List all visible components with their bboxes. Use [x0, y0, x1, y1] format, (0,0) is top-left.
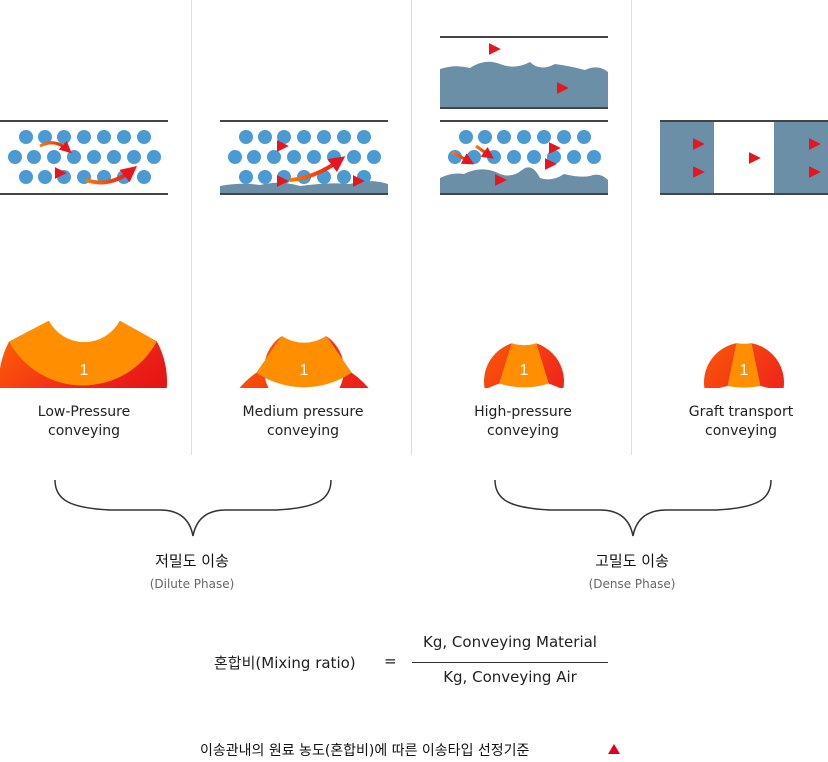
donut-medium: 10 1 [239, 234, 369, 388]
phase-dense: 고밀도 이송 (Dense Phase) [512, 550, 752, 591]
ratio-bottom-low: 1 [80, 362, 89, 379]
triangle-up-icon [608, 744, 620, 754]
donut-graft-orange-segment [727, 343, 761, 388]
formula-denominator: Kg, Conveying Air [443, 668, 577, 686]
donut-graft: 80 1 [704, 234, 784, 388]
column-label-medium: Medium pressure conveying [203, 403, 403, 441]
ratio-bottom-medium: 1 [300, 362, 309, 379]
donut-high-red-segment [484, 343, 564, 388]
brace-dense [494, 479, 772, 537]
phase-dilute-title: 저밀도 이송 [155, 552, 229, 570]
pipe-illustration-medium [220, 120, 388, 195]
column-label-high-line2: conveying [487, 423, 559, 439]
column-label-low: Low-Pressure conveying [0, 403, 184, 441]
column-label-graft-line1: Graft transport [688, 404, 794, 420]
column-divider-2 [411, 0, 412, 455]
ratio-bottom-graft: 1 [740, 362, 749, 379]
donut-high: 40 1 [484, 234, 564, 388]
donut-graft-red-segment [704, 343, 784, 388]
column-label-low-line2: conveying [48, 423, 120, 439]
donut-low-orange-segment [9, 320, 157, 386]
donut-high-orange-segment [499, 343, 549, 388]
column-label-graft-line2: conveying [705, 423, 777, 439]
pipe-illustration-low [0, 120, 168, 195]
column-label-high-line1: High-pressure [474, 404, 572, 420]
brace-dilute [54, 479, 332, 537]
donut-low: 3 1 [0, 234, 167, 388]
pipe-illustration-high-bottom [440, 120, 608, 195]
phase-dilute: 저밀도 이송 (Dilute Phase) [72, 550, 312, 591]
column-label-graft: Graft transport conveying [641, 403, 828, 441]
phase-dense-title: 고밀도 이송 [595, 552, 669, 570]
donut-medium-orange-segment [256, 336, 352, 388]
ratio-bottom-high: 1 [520, 362, 529, 379]
pipe-illustration-high-top [440, 36, 608, 109]
formula-left: 혼합비(Mixing ratio) [214, 654, 356, 672]
formula-numerator: Kg, Conveying Material [423, 633, 597, 651]
ratio-top-graft: 80 [735, 234, 753, 251]
ratio-top-low: 3 [80, 234, 89, 251]
phase-dilute-subtitle: (Dilute Phase) [149, 577, 235, 591]
column-divider-1 [191, 0, 192, 455]
fraction-bar [412, 662, 608, 663]
column-label-low-line1: Low-Pressure [37, 404, 131, 420]
column-divider-3 [631, 0, 632, 455]
ratio-top-medium: 10 [295, 234, 313, 251]
column-label-medium-line2: conveying [267, 423, 339, 439]
column-label-high: High-pressure conveying [423, 403, 623, 441]
phase-dense-subtitle: (Dense Phase) [588, 577, 676, 591]
formula-equals: = [384, 652, 397, 670]
donut-medium-red-segment [239, 336, 369, 388]
ratio-top-high: 40 [515, 234, 533, 251]
caption: 이송관내의 원료 농도(혼합비)에 따른 이송타입 선정기준 [200, 743, 530, 759]
column-label-medium-line1: Medium pressure [242, 404, 364, 420]
pipe-illustration-graft [660, 120, 828, 195]
